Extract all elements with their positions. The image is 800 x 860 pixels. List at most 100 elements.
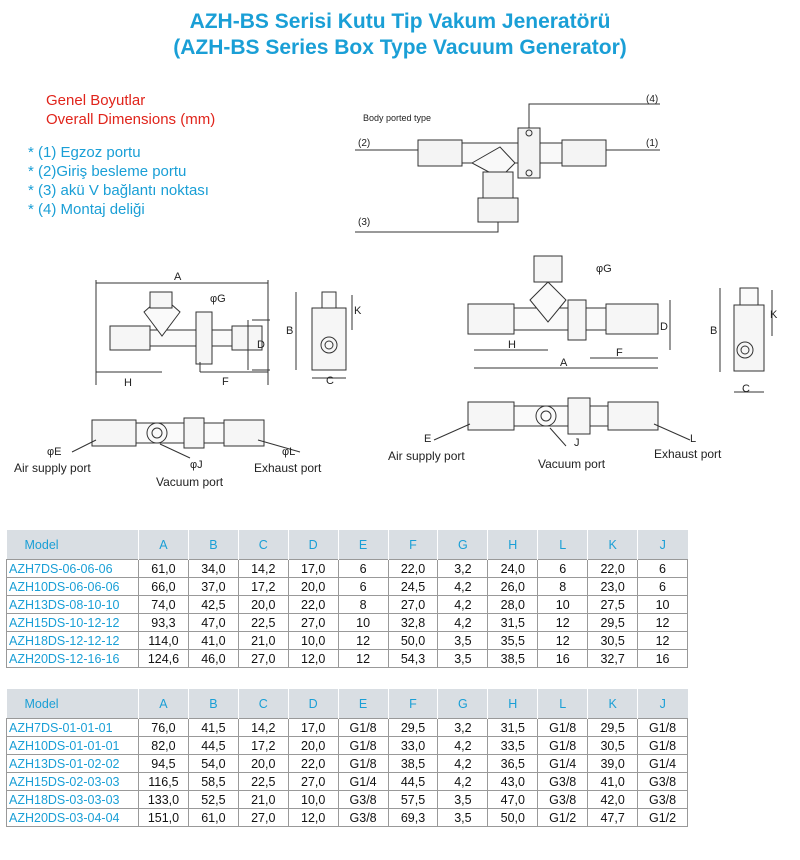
table-cell: 4,2 [437, 595, 489, 614]
table-cell: 3,5 [437, 808, 489, 827]
table-cell: 54,3 [388, 649, 439, 668]
column-header: J [637, 530, 688, 560]
table-cell: 20,0 [288, 577, 339, 596]
table-cell: G3/8 [537, 772, 589, 791]
table-cell: 66,0 [138, 577, 189, 596]
model-cell: AZH7DS-06-06-06 [6, 559, 139, 578]
table-cell: 3,5 [437, 649, 489, 668]
column-header: L [537, 530, 588, 560]
left-vacuum-label: Vacuum port [156, 475, 224, 489]
column-header: D [287, 689, 339, 719]
table-cell: G1/8 [338, 736, 389, 755]
svg-text:B: B [286, 325, 293, 337]
column-header: Model [6, 530, 139, 560]
table-cell: 29,5 [587, 613, 639, 632]
table-cell: 27,0 [238, 808, 289, 827]
body-ported-label: Body ported type [363, 113, 431, 123]
model-cell: AZH7DS-01-01-01 [6, 718, 139, 737]
table-cell: 114,0 [138, 631, 189, 650]
table-cell: 6 [537, 559, 589, 578]
left-exhaust-label: Exhaust port [254, 461, 322, 475]
table-cell: 22,5 [238, 613, 289, 632]
table-cell: 12,0 [288, 808, 339, 827]
table-cell: 6 [338, 559, 389, 578]
table-cell: 21,0 [238, 790, 289, 809]
callout-1: (1) [646, 138, 658, 149]
table-cell: 27,0 [288, 613, 339, 632]
table-cell: G3/8 [637, 772, 688, 791]
table-cell: 8 [338, 595, 389, 614]
svg-text:B: B [710, 325, 717, 337]
table-cell: 17,0 [288, 559, 339, 578]
svg-text:K: K [770, 309, 778, 321]
table-cell: 20,0 [238, 754, 289, 773]
svg-text:L: L [690, 433, 696, 445]
table-cell: 14,2 [238, 559, 289, 578]
table-cell: 12 [637, 631, 688, 650]
column-header: E [337, 689, 389, 719]
left-side-view: B K C [286, 291, 362, 387]
svg-text:φL: φL [282, 446, 295, 458]
callout-2: (2) [358, 138, 370, 149]
table-cell: G1/8 [637, 736, 688, 755]
column-header: F [387, 689, 438, 719]
model-cell: AZH13DS-01-02-02 [6, 754, 139, 773]
table-cell: 69,3 [388, 808, 439, 827]
svg-text:H: H [508, 339, 516, 351]
table-cell: 27,0 [288, 772, 339, 791]
column-header: C [237, 689, 289, 719]
table-cell: 46,0 [188, 649, 239, 668]
table-cell: 30,5 [587, 736, 639, 755]
svg-text:E: E [424, 433, 431, 445]
table-cell: G1/8 [537, 718, 589, 737]
table-cell: G1/8 [338, 718, 389, 737]
table-cell: 24,0 [487, 559, 539, 578]
table-cell: 28,0 [487, 595, 539, 614]
table-cell: G3/8 [637, 790, 688, 809]
table-cell: 39,0 [587, 754, 639, 773]
model-cell: AZH13DS-08-10-10 [6, 595, 139, 614]
table-cell: 12 [338, 649, 389, 668]
column-header: K [587, 530, 638, 560]
table-cell: 3,5 [437, 631, 489, 650]
note-exhaust-port: (1) Egzoz portu [28, 143, 209, 162]
table-cell: 116,5 [138, 772, 189, 791]
table-cell: 12 [537, 631, 589, 650]
table-cell: 38,5 [487, 649, 539, 668]
table-cell: G3/8 [338, 790, 389, 809]
table-cell: 42,0 [587, 790, 639, 809]
table-cell: 10 [637, 595, 688, 614]
table-cell: 10 [338, 613, 389, 632]
table-cell: 30,5 [587, 631, 639, 650]
table-cell: G1/8 [537, 736, 589, 755]
table-cell: 10,0 [288, 631, 339, 650]
table-cell: 29,5 [587, 718, 639, 737]
column-header: H [487, 530, 538, 560]
right-front-view: H A F D φG [467, 255, 671, 369]
table-cell: 27,5 [587, 595, 639, 614]
model-cell: AZH15DS-10-12-12 [6, 613, 139, 632]
table-cell: 35,5 [487, 631, 539, 650]
title-english: (AZH-BS Series Box Type Vacuum Generator… [173, 36, 627, 59]
table-cell: 17,2 [238, 577, 289, 596]
column-header: C [237, 530, 289, 560]
table-cell: 14,2 [238, 718, 289, 737]
table-cell: 44,5 [188, 736, 239, 755]
table-cell: 47,0 [188, 613, 239, 632]
svg-text:φE: φE [47, 446, 61, 458]
body-ported-drawing: Body ported type (2) (1) (4) (3) [355, 94, 660, 233]
svg-text:K: K [354, 305, 362, 317]
column-header: Model [6, 689, 139, 719]
table-cell: 12 [537, 613, 589, 632]
table-cell: 41,0 [188, 631, 239, 650]
table-cell: 42,5 [188, 595, 239, 614]
